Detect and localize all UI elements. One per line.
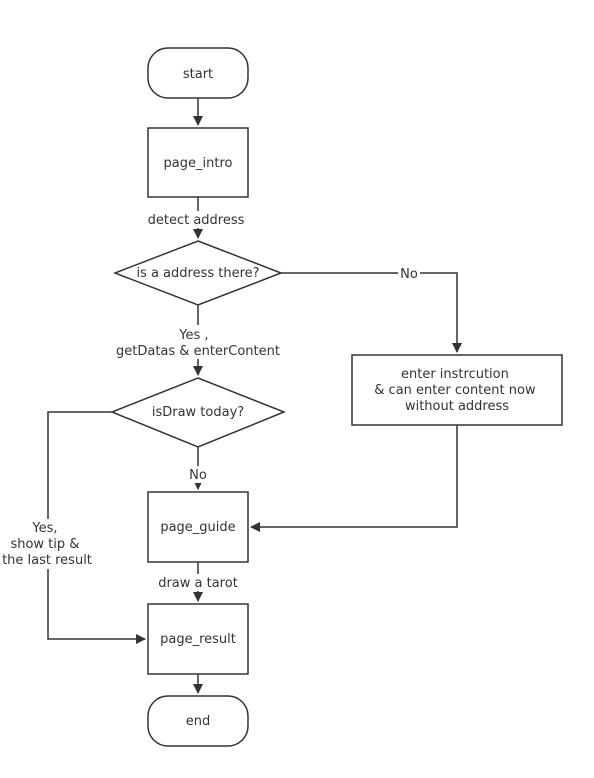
node-address-check: is a address there? bbox=[112, 240, 284, 306]
address-yes-line-1: Yes , bbox=[178, 328, 208, 343]
draw-yes-line-2: show tip & bbox=[10, 537, 79, 552]
node-page-guide-label: page_guide bbox=[160, 520, 235, 535]
terminator-shape bbox=[147, 695, 249, 747]
node-page-result: page_result bbox=[147, 603, 249, 675]
instruction-line-3: without address bbox=[405, 399, 509, 414]
node-draw-check: isDraw today? bbox=[109, 377, 287, 448]
node-page-intro-label: page_intro bbox=[164, 156, 233, 171]
nodes: start page_intro is a address there? ent… bbox=[109, 47, 563, 747]
edge-label-address-no: No bbox=[400, 267, 418, 282]
node-draw-check-label: isDraw today? bbox=[152, 405, 244, 420]
process-shape bbox=[351, 354, 563, 426]
edge-label-detect-address: detect address bbox=[148, 213, 245, 228]
node-address-check-label: is a address there? bbox=[136, 266, 259, 281]
node-enter-instruction-label: enter instrcution & can enter content no… bbox=[374, 367, 539, 414]
decision-shape bbox=[109, 377, 287, 448]
edge-label-address-yes: Yes , getDatas & enterContent bbox=[116, 328, 280, 359]
node-page-intro: page_intro bbox=[147, 127, 249, 198]
terminator-shape bbox=[147, 47, 249, 99]
instruction-line-1: enter instrcution bbox=[401, 367, 509, 382]
node-enter-instruction: enter instrcution & can enter content no… bbox=[351, 354, 563, 426]
draw-yes-line-1: Yes, bbox=[31, 521, 57, 536]
node-start: start bbox=[147, 47, 249, 99]
draw-yes-line-3: the last result bbox=[2, 553, 92, 568]
process-shape bbox=[147, 127, 249, 198]
instruction-line-2: & can enter content now bbox=[374, 383, 536, 398]
edge-label-draw-tarot: draw a tarot bbox=[158, 576, 238, 591]
edge-labels: detect address No Yes , getDatas & enter… bbox=[1, 211, 420, 591]
node-end: end bbox=[147, 695, 249, 747]
process-shape bbox=[147, 603, 249, 675]
node-end-label: end bbox=[186, 714, 211, 729]
decision-shape bbox=[112, 240, 284, 306]
node-page-guide: page_guide bbox=[147, 491, 249, 563]
edge-label-draw-no: No bbox=[189, 468, 207, 483]
node-page-result-label: page_result bbox=[160, 632, 236, 647]
edge-instruction-to-guide bbox=[250, 425, 458, 532]
edge-label-draw-yes: Yes, show tip & the last result bbox=[2, 521, 92, 568]
node-start-label: start bbox=[183, 67, 213, 82]
edge-address-no bbox=[281, 272, 462, 353]
address-yes-line-2: getDatas & enterContent bbox=[116, 344, 280, 359]
process-shape bbox=[147, 491, 249, 563]
